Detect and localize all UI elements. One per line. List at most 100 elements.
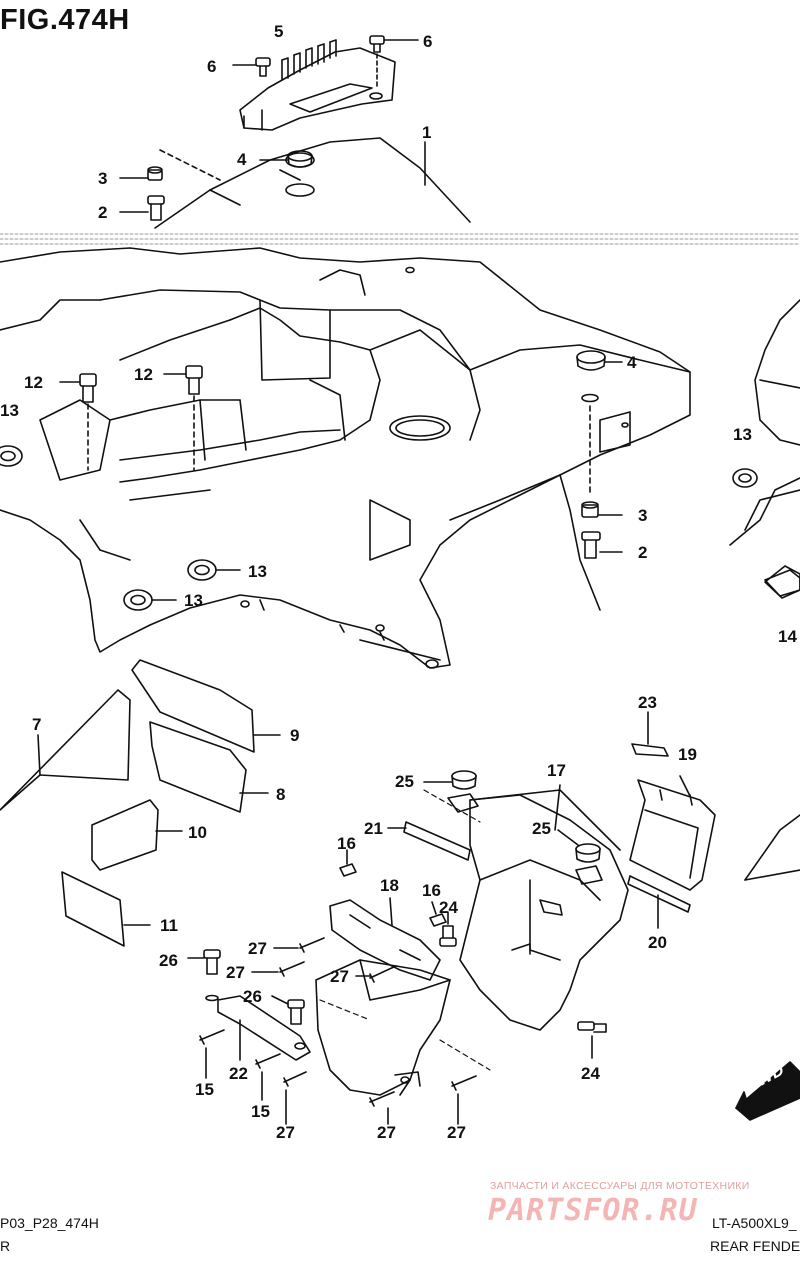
- callout-label: 10: [188, 823, 207, 842]
- callout-label: 11: [160, 916, 178, 935]
- clip-part-23: [631, 711, 669, 757]
- watermark-tagline: ЗАПЧАСТИ И АКСЕССУАРЫ ДЛЯ МОТОТЕХНИКИ: [490, 1180, 750, 1192]
- callout-label: 22: [229, 1064, 248, 1083]
- bolt-part-6-left: [232, 57, 271, 77]
- bracket-part-22: [217, 995, 311, 1061]
- figure-title: FIG.474H: [0, 4, 130, 36]
- grommet-part-13-b: [187, 559, 241, 581]
- callout-label: 25: [532, 819, 551, 838]
- callout-label: 3: [98, 169, 108, 188]
- cushion-part-25-lower: [557, 829, 603, 885]
- callout-label: 18: [380, 876, 399, 895]
- pad-part-7: [0, 689, 131, 811]
- bolt-part-2-left: [119, 195, 165, 221]
- callout-label: 15: [251, 1102, 270, 1121]
- callout-label: 15: [195, 1080, 214, 1099]
- bolt-part-2-right: [581, 531, 623, 559]
- callout-label: 16: [422, 881, 441, 900]
- footer-right-code: LT-A500XL9_: [712, 1215, 797, 1231]
- bolt-part-26-upper: [187, 949, 221, 1002]
- callout-label: 24: [581, 1064, 600, 1083]
- collar-part-3-right: [581, 501, 623, 518]
- callout-label: 13: [0, 401, 19, 420]
- bolt-part-26-lower: [271, 995, 305, 1025]
- assembly-guides: [319, 789, 491, 1071]
- callout-label: 13: [733, 425, 752, 444]
- callout-label: 24: [439, 898, 458, 917]
- callout-label: 27: [248, 939, 267, 958]
- pad-part-9: [131, 659, 281, 753]
- callout-label: 26: [243, 987, 262, 1006]
- footer-right-title: REAR FENDER: [710, 1238, 800, 1254]
- callout-label: 23: [638, 693, 657, 712]
- bolt-part-24-lower: [577, 1021, 607, 1059]
- bolt-part-24-upper: [439, 911, 457, 947]
- grommet-part-13-c: [123, 589, 177, 611]
- callout-label: 9: [290, 726, 300, 745]
- rear-fender-right-edge: [729, 299, 800, 881]
- callout-label: 1: [422, 123, 432, 142]
- bracket-part-18: [329, 897, 441, 981]
- screw-part-27-a: [273, 937, 325, 953]
- strip-part-20: [627, 875, 691, 929]
- pad-part-8: [149, 721, 269, 813]
- cushion-part-4-right: [576, 350, 623, 496]
- rear-fender-part-1: [0, 137, 691, 669]
- cushion-part-25-upper: [423, 770, 479, 813]
- clip-part-16-right: [429, 901, 447, 927]
- callout-label: 14: [778, 627, 797, 646]
- cushion-part-4-left: [259, 150, 313, 168]
- pad-part-11: [61, 871, 151, 947]
- screw-part-27-d: [283, 1071, 307, 1125]
- callout-label: 13: [248, 562, 267, 581]
- clip-part-16-left: [339, 849, 357, 877]
- callout-label: 6: [207, 57, 217, 76]
- bracket-part-5: [239, 39, 396, 131]
- grommet-part-13-d: [732, 468, 758, 488]
- grommet-part-13-a: [0, 445, 23, 467]
- watermark-logo: PARTSFOR.RU: [488, 1193, 698, 1228]
- callout-label: 6: [423, 32, 433, 51]
- callout-label: 16: [337, 834, 356, 853]
- bolt-part-12-right: [163, 365, 203, 471]
- scan-seam: [0, 233, 800, 245]
- footer-left-sub: R: [0, 1238, 11, 1254]
- callout-label: 27: [377, 1123, 396, 1142]
- mud-guard-part-17: [459, 784, 629, 1031]
- inner-guard: [315, 959, 451, 1096]
- callout-label: 12: [134, 365, 153, 384]
- callout-label: 27: [226, 963, 245, 982]
- callout-label: 5: [274, 22, 284, 41]
- callout-label: 26: [159, 951, 178, 970]
- screw-part-15-a: [199, 1029, 225, 1079]
- callout-label: 4: [237, 150, 247, 169]
- pad-part-10: [91, 799, 183, 871]
- callout-label: 25: [395, 772, 414, 791]
- callout-label: 13: [184, 591, 203, 610]
- bolt-part-6-right: [369, 35, 419, 87]
- callout-label: 7: [32, 715, 42, 734]
- callout-label: 21: [364, 819, 383, 838]
- callout-label: 2: [98, 203, 108, 222]
- pad-part-14: [764, 565, 800, 599]
- callout-label: 3: [638, 506, 648, 525]
- callout-label: 12: [24, 373, 43, 392]
- bolt-part-12-left: [59, 373, 97, 471]
- callout-label: 27: [447, 1123, 466, 1142]
- footer-left-code: P03_P28_474H: [0, 1215, 99, 1231]
- collar-part-3-left: [119, 166, 163, 181]
- fwd-arrow-icon: [735, 1061, 800, 1121]
- flap-part-19: [629, 775, 716, 891]
- callout-label: 27: [330, 967, 349, 986]
- callout-label: 2: [638, 543, 648, 562]
- screw-part-15-b: [255, 1053, 281, 1101]
- callout-label: 20: [648, 933, 667, 952]
- screw-part-27-f: [451, 1075, 477, 1125]
- screw-part-27-e: [369, 1091, 395, 1125]
- callout-label: 8: [276, 785, 286, 804]
- strip-part-21: [387, 821, 471, 861]
- screw-part-27-c: [355, 965, 397, 983]
- callout-label: 4: [627, 353, 637, 372]
- screw-part-27-b: [251, 961, 305, 977]
